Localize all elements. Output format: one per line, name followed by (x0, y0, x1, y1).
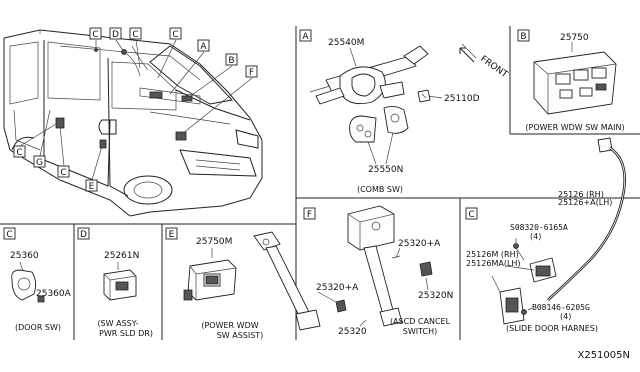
panel-d-letter-box (77, 227, 90, 240)
callout-e: E (85, 179, 98, 192)
harness-label-rh: 25126 (RH) (558, 190, 604, 199)
clip-25110d (417, 89, 431, 103)
svg-text:C: C (132, 30, 138, 40)
bolt-icon (513, 238, 525, 261)
panel-c2-caption: (SLIDE DOOR HARNES) (506, 324, 598, 333)
svg-text:C: C (92, 30, 98, 40)
bolt-bottom-label: B08146-6205G (532, 303, 590, 312)
part-25360a: 25360A (36, 289, 72, 299)
panel-f-letter-box (303, 207, 316, 220)
panel-a-letter-box (299, 29, 312, 42)
steering-switch-left (349, 115, 377, 143)
panel-c2-letter: C (468, 210, 474, 220)
callout-g: G (33, 155, 46, 168)
panel-d: D 25261N (SW ASSY- PWR SLD DR) (77, 227, 153, 338)
svg-text:F: F (249, 68, 254, 78)
harness-bracket (491, 257, 557, 325)
bolt-bottom-qty: (4) (560, 312, 571, 321)
front-label: FRONT (478, 54, 509, 80)
panel-e-caption-2: SW ASSIST) (217, 331, 264, 340)
pedal-bracket (347, 205, 403, 327)
panel-f-letter: F (307, 210, 312, 220)
svg-text:C: C (172, 30, 178, 40)
panel-borders (0, 26, 640, 340)
panel-e-caption-1: (POWER WDW (201, 321, 258, 330)
svg-text:A: A (200, 42, 207, 52)
vehicle-illustration (3, 29, 263, 217)
part-25320n: 25320N (418, 291, 453, 301)
panel-d-caption-1: (SW ASSY- (97, 319, 138, 328)
steering-switch-right (383, 105, 409, 134)
panel-a-letter: A (302, 32, 309, 42)
power-window-switch-main (533, 51, 617, 115)
bolt-bottom-icon (521, 307, 533, 315)
harness-m-lh: 25126MA(LH) (466, 259, 521, 268)
panel-f: F 25320+A 25320+A 25320N 25320 (ASCD CAN… (253, 205, 453, 337)
panel-a: A 25540M 25110D 25550N (COMB SW) FRONT (299, 29, 510, 194)
callout-c-4: C (13, 145, 26, 158)
power-slide-door-switch (103, 269, 137, 301)
svg-text:E: E (89, 182, 95, 192)
callout-c-5: C (57, 165, 70, 178)
panel-b-caption: (POWER WDW SW MAIN) (525, 123, 624, 132)
panel-d-caption-2: PWR SLD DR) (99, 329, 153, 338)
svg-text:D: D (112, 30, 119, 40)
callout-b: B (225, 53, 238, 66)
door-switch (11, 269, 45, 303)
svg-text:C: C (60, 168, 66, 178)
callout-d: D (109, 27, 122, 40)
bolt-top-qty: (4) (530, 232, 541, 241)
part-25540m: 25540M (328, 38, 364, 48)
part-25750m: 25750M (196, 237, 232, 247)
combination-switch (309, 45, 429, 105)
panel-e-letter: E (169, 230, 175, 240)
callout-f: F (245, 65, 258, 78)
panel-c1: C 25360 25360A (DOOR SW) (3, 227, 72, 332)
panel-e: E 25750M (POWER WDW SW ASSIST) (165, 227, 264, 340)
part-25320a-1: 25320+A (398, 239, 441, 249)
bolt-top-label: S08320-6165A (510, 223, 568, 232)
diagram-id: X251005N (577, 350, 630, 361)
callout-c-3: C (169, 27, 182, 40)
svg-text:G: G (36, 158, 43, 168)
leader-lines (19, 39, 253, 181)
callout-c-1: C (89, 27, 102, 40)
panel-b-letter-box (517, 29, 530, 42)
panel-c1-letter: C (6, 230, 12, 240)
panel-a-caption: (COMB SW) (357, 185, 403, 194)
harness-m-rh: 25126M (RH) (466, 250, 519, 259)
part-25110d: 25110D (444, 94, 480, 104)
panel-d-letter: D (80, 230, 87, 240)
panel-c1-letter-box (3, 227, 16, 240)
panel-b: B 25750 (POWER WDW SW MAIN) (517, 29, 625, 132)
part-25750: 25750 (560, 33, 589, 43)
part-25320a-2: 25320+A (316, 283, 359, 293)
harness-label-lh: 25126+A(LH) (558, 198, 612, 207)
part-25261n: 25261N (104, 251, 139, 261)
panel-e-letter-box (165, 227, 178, 240)
panel-c2-letter-box (465, 207, 478, 220)
part-25320: 25320 (338, 327, 367, 337)
svg-text:C: C (16, 148, 22, 158)
panel-c2: C 25126 (RH) 25126+A(LH) S08320-6165A (4… (465, 190, 612, 333)
part-25550n: 25550N (368, 165, 403, 175)
panel-f-caption-1: (ASCD CANCEL (390, 317, 451, 326)
svg-text:B: B (228, 56, 234, 66)
panel-b-letter: B (520, 32, 526, 42)
brake-pedal (253, 231, 321, 331)
panel-f-caption-2: SWITCH) (403, 327, 438, 336)
part-25360: 25360 (10, 251, 39, 261)
slide-door-harness (547, 137, 626, 301)
callout-a: A (197, 39, 210, 52)
ascd-switch (335, 255, 433, 313)
front-arrow-icon (459, 43, 477, 63)
panel-c1-caption: (DOOR SW) (15, 323, 61, 332)
callout-c-2: C (129, 27, 142, 40)
power-window-switch-assist (183, 259, 237, 301)
